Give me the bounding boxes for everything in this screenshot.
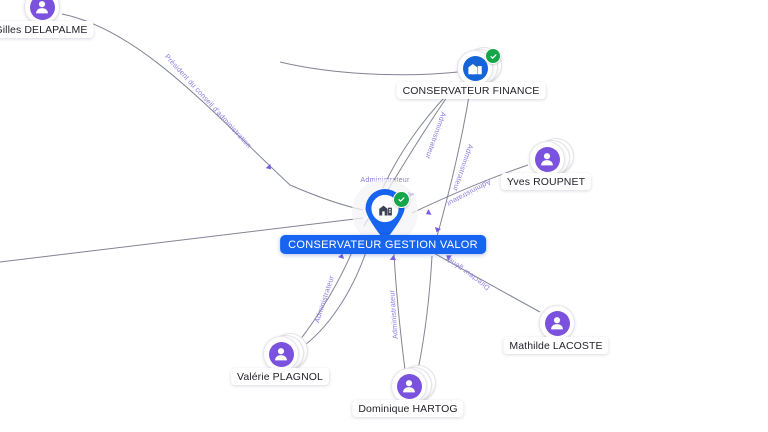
- avatar[interactable]: [263, 336, 299, 372]
- building-icon: [462, 55, 488, 81]
- person-icon: [534, 146, 560, 172]
- avatar[interactable]: [529, 141, 565, 177]
- edge-label: Administrateur: [423, 111, 448, 161]
- node-label-conservateur-finance[interactable]: CONSERVATEUR FINANCE: [396, 82, 546, 99]
- graph-edge[interactable]: [382, 83, 459, 189]
- edge-arrow-icon: [446, 255, 452, 261]
- avatar[interactable]: [24, 0, 60, 25]
- edge-arrow-icon: [425, 209, 432, 215]
- person-icon: [29, 0, 55, 20]
- node-label-yves-roupnet[interactable]: Yves ROUPNET: [500, 173, 592, 190]
- graph-edge[interactable]: [393, 253, 406, 371]
- person-icon: [268, 341, 294, 367]
- building-icon: [376, 200, 394, 218]
- node-label-valerie-plagnol[interactable]: Valérie PLAGNOL: [231, 368, 329, 385]
- graph-edge[interactable]: [279, 61, 459, 76]
- edge-label: Administrateur: [445, 178, 493, 209]
- edge-labels-group: Président du conseil d'administrationAdm…: [0, 0, 493, 339]
- edge-arrow-icon: [337, 253, 345, 259]
- edge-arrow-icon: [265, 163, 272, 170]
- person-icon: [396, 373, 422, 399]
- node-label-mathilde-lacoste[interactable]: Mathilde LACOSTE: [503, 337, 609, 354]
- verified-check-icon: [393, 191, 410, 208]
- avatar[interactable]: [539, 305, 575, 341]
- avatar[interactable]: [391, 368, 427, 404]
- edge-label: Administrateur: [387, 289, 400, 339]
- edge-arrow-icon: [389, 255, 397, 261]
- graph-edge[interactable]: [435, 89, 471, 241]
- company-avatar[interactable]: [457, 50, 493, 86]
- graph-edge[interactable]: [0, 217, 364, 263]
- node-label-dominique-hartog[interactable]: Dominique HARTOG: [352, 400, 464, 417]
- edge-label: Président du conseil d'administration: [163, 52, 254, 150]
- graph-edge[interactable]: [417, 255, 433, 371]
- graph-edge[interactable]: [431, 251, 541, 313]
- person-icon: [544, 310, 570, 336]
- graph-edge[interactable]: [411, 164, 529, 214]
- graph-edge[interactable]: [297, 251, 367, 351]
- graph-edge[interactable]: [61, 13, 364, 211]
- graph-edge[interactable]: [295, 251, 353, 346]
- node-label-gilles-delapalme[interactable]: Gilles DELAPALME: [0, 21, 94, 38]
- edge-arrow-icon: [434, 227, 442, 233]
- verified-check-icon: [485, 48, 501, 64]
- node-label-conservateur-gestion-valor[interactable]: CONSERVATEUR GESTION VALOR: [280, 235, 486, 254]
